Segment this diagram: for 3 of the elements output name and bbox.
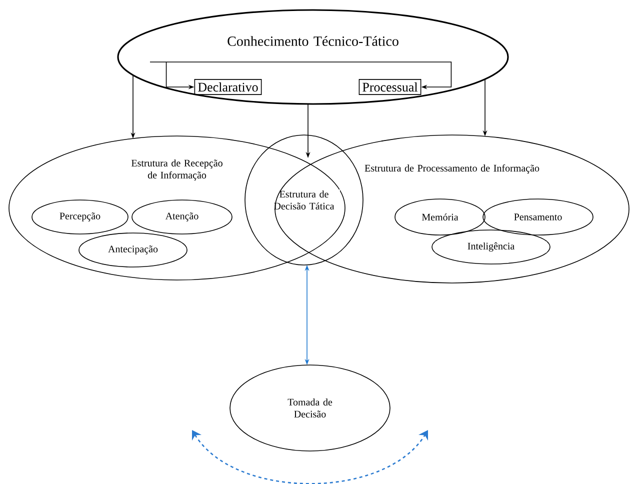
process-box: Declarativo (194, 79, 262, 95)
bracket-arrow (150, 62, 452, 90)
process-box: Processual (358, 79, 422, 95)
